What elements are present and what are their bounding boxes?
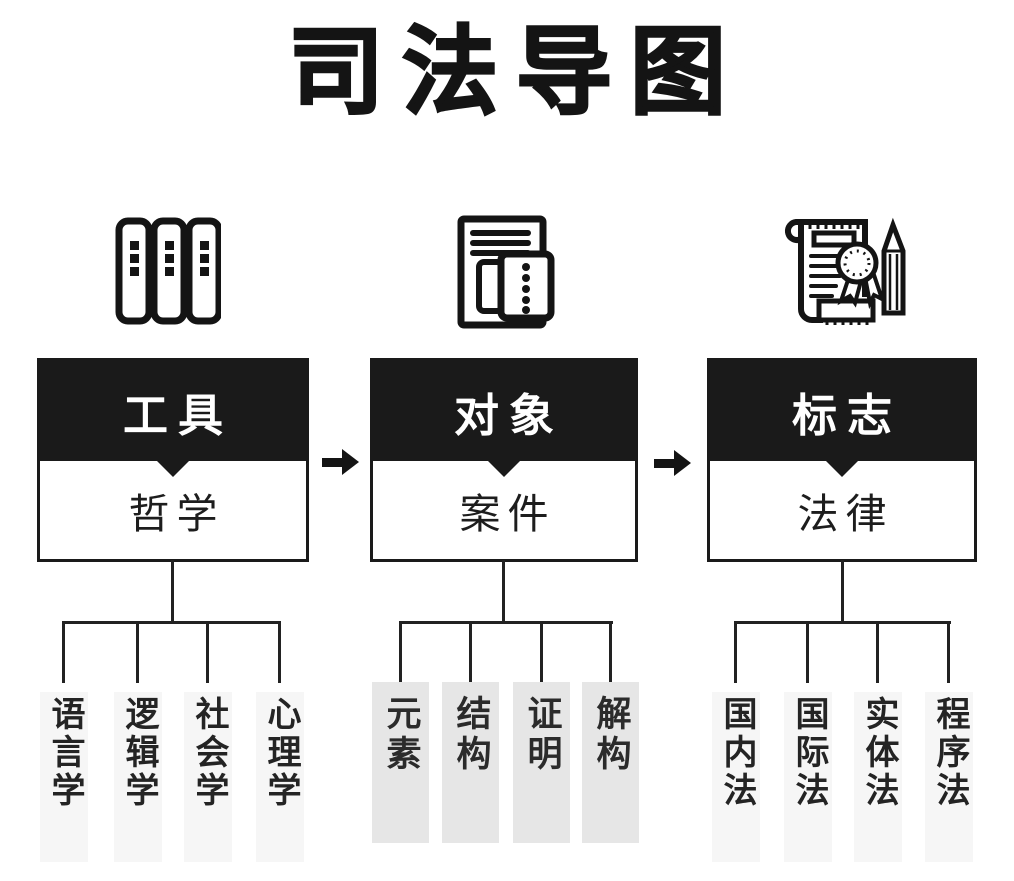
- page-title: 司法导图: [287, 15, 744, 128]
- arrow-shaft: [654, 459, 675, 468]
- flow-right-arrow-icon: [654, 450, 691, 476]
- banner-element: 元素: [372, 682, 429, 843]
- leaf-deconstruction: 解构: [590, 695, 632, 775]
- banner-structure: 结构: [442, 682, 499, 843]
- leaf-ghost-band: [40, 692, 88, 862]
- arrow-head: [342, 449, 359, 475]
- tree-drop: [136, 621, 139, 683]
- arrow-head: [674, 450, 691, 476]
- tree-drop: [540, 621, 543, 683]
- leaf-procedural-law: 程序法: [930, 696, 970, 810]
- leaf-ghost-band: [256, 692, 304, 862]
- tree-drop: [206, 621, 209, 683]
- card-object-sub: 案件: [459, 490, 556, 538]
- card-object: 对象 案件: [370, 358, 638, 562]
- tree-bar: [62, 621, 281, 624]
- leaf-ghost-band: [784, 692, 832, 862]
- tree-drop: [876, 621, 879, 683]
- tree-drop: [399, 621, 402, 683]
- tree-bar: [734, 621, 951, 624]
- tree-bar: [399, 621, 613, 624]
- certificate-pencil-icon: [777, 213, 909, 331]
- tree-drop: [609, 621, 612, 683]
- leaf-ghost-band: [184, 692, 232, 862]
- card-tools-sub: 哲学: [128, 490, 225, 538]
- tree-drop: [469, 621, 472, 683]
- leaf-international-law: 国际法: [789, 696, 829, 810]
- card-mark-header: 标志: [710, 361, 974, 461]
- leaf-psychology: 心理学: [261, 696, 301, 810]
- tree-drop: [62, 621, 65, 683]
- tree-drop: [278, 621, 281, 683]
- banner-proof: 证明: [513, 682, 570, 843]
- leaf-domestic-law: 国内法: [717, 696, 757, 810]
- card-tools: 工具 哲学: [37, 358, 309, 562]
- leaf-logic: 逻辑学: [119, 696, 159, 810]
- leaf-ghost-band: [114, 692, 162, 862]
- card-tools-header: 工具: [40, 361, 306, 461]
- leaf-element: 元素: [380, 695, 422, 775]
- tree-stem: [502, 560, 505, 623]
- tree-stem: [171, 560, 174, 623]
- leaf-sociology: 社会学: [189, 696, 229, 810]
- tree-drop: [734, 621, 737, 683]
- leaf-linguistics: 语言学: [45, 696, 85, 810]
- ring-binders-icon: [115, 217, 221, 325]
- leaf-structure: 结构: [450, 695, 492, 775]
- leaf-ghost-band: [854, 692, 902, 862]
- leaf-ghost-band: [925, 692, 973, 862]
- tree-drop: [947, 621, 950, 683]
- card-mark-sub: 法律: [797, 490, 894, 538]
- tree-stem: [841, 560, 844, 623]
- document-list-icon: [455, 214, 555, 329]
- banner-deconstruction: 解构: [582, 682, 639, 843]
- card-object-header: 对象: [373, 361, 635, 461]
- card-mark: 标志 法律: [707, 358, 977, 562]
- arrow-shaft: [322, 458, 343, 467]
- leaf-ghost-band: [712, 692, 760, 862]
- flow-right-arrow-icon: [322, 449, 359, 475]
- tree-drop: [806, 621, 809, 683]
- leaf-proof: 证明: [521, 695, 563, 775]
- leaf-substantive-law: 实体法: [859, 696, 899, 810]
